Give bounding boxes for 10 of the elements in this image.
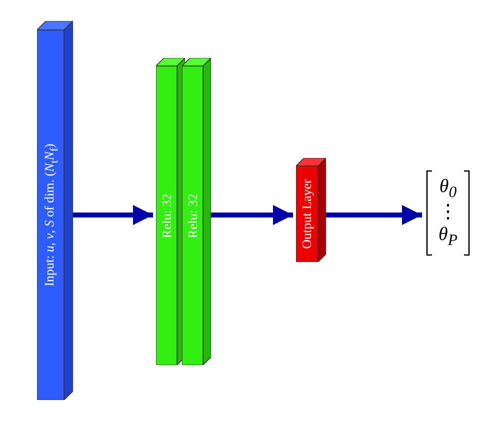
arrow <box>73 205 153 225</box>
arrow <box>326 205 422 225</box>
vector-entry: θ$_{0}$ <box>439 176 457 202</box>
arrow <box>211 205 293 225</box>
vector-entry: ⋮ <box>438 202 458 224</box>
vector-entry: θ$_{P}$ <box>438 224 458 250</box>
layer-label: Relu: 32 <box>158 193 174 238</box>
layer-label: Relu: 32 <box>184 193 200 238</box>
layer-label: Output Layer <box>299 179 315 249</box>
parameter-vector <box>425 170 471 256</box>
